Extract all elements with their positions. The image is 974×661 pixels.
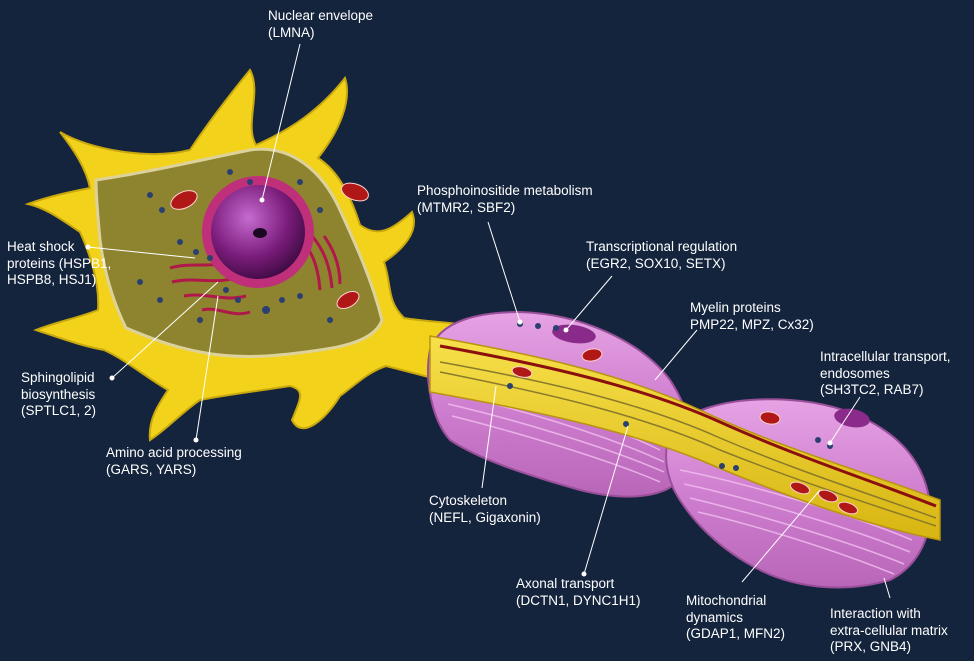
label-sphingolipid: Sphingolipid biosynthesis (SPTLC1, 2)	[21, 370, 96, 420]
label-mitochondrial: Mitochondrial dynamics (GDAP1, MFN2)	[686, 593, 785, 643]
label-heat-shock-line-3: HSPB8, HSJ1)	[7, 272, 111, 289]
label-heat-shock-line-2: proteins (HSPB1,	[7, 256, 111, 273]
label-sphingolipid-line-1: Sphingolipid	[21, 370, 96, 387]
label-transcriptional-line-1: Transcriptional regulation	[586, 239, 737, 256]
label-nuclear-envelope-line-1: Nuclear envelope	[268, 8, 373, 25]
label-ecm-line-3: (PRX, GNB4)	[830, 639, 948, 656]
label-intracellular: Intracellular transport, endosomes (SH3T…	[820, 349, 951, 399]
nucleolus	[253, 228, 267, 238]
label-myelin: Myelin proteins PMP22, MPZ, Cx32)	[690, 300, 814, 333]
label-myelin-line-1: Myelin proteins	[690, 300, 814, 317]
label-axonal-transport: Axonal transport (DCTN1, DYNC1H1)	[516, 576, 641, 609]
label-ecm: Interaction with extra-cellular matrix (…	[830, 606, 948, 656]
label-mitochondrial-line-1: Mitochondrial	[686, 593, 785, 610]
label-phosphoinositide: Phosphoinositide metabolism (MTMR2, SBF2…	[417, 183, 593, 216]
label-phosphoinositide-line-2: (MTMR2, SBF2)	[417, 200, 593, 217]
label-nuclear-envelope: Nuclear envelope (LMNA)	[268, 8, 373, 41]
label-axonal-transport-line-2: (DCTN1, DYNC1H1)	[516, 593, 641, 610]
label-sphingolipid-line-3: (SPTLC1, 2)	[21, 403, 96, 420]
label-cytoskeleton-line-1: Cytoskeleton	[429, 493, 541, 510]
label-cytoskeleton-line-2: (NEFL, Gigaxonin)	[429, 510, 541, 527]
label-mitochondrial-line-3: (GDAP1, MFN2)	[686, 626, 785, 643]
label-amino-acid: Amino acid processing (GARS, YARS)	[106, 445, 242, 478]
label-ecm-line-1: Interaction with	[830, 606, 948, 623]
label-myelin-line-2: PMP22, MPZ, Cx32)	[690, 317, 814, 334]
label-ecm-line-2: extra-cellular matrix	[830, 623, 948, 640]
label-transcriptional: Transcriptional regulation (EGR2, SOX10,…	[586, 239, 737, 272]
label-amino-acid-line-1: Amino acid processing	[106, 445, 242, 462]
label-phosphoinositide-line-1: Phosphoinositide metabolism	[417, 183, 593, 200]
label-cytoskeleton: Cytoskeleton (NEFL, Gigaxonin)	[429, 493, 541, 526]
label-amino-acid-line-2: (GARS, YARS)	[106, 462, 242, 479]
label-axonal-transport-line-1: Axonal transport	[516, 576, 641, 593]
label-transcriptional-line-2: (EGR2, SOX10, SETX)	[586, 256, 737, 273]
label-intracellular-line-3: (SH3TC2, RAB7)	[820, 382, 951, 399]
label-mitochondrial-line-2: dynamics	[686, 610, 785, 627]
label-heat-shock-line-1: Heat shock	[7, 239, 111, 256]
label-heat-shock: Heat shock proteins (HSPB1, HSPB8, HSJ1)	[7, 239, 111, 289]
label-nuclear-envelope-line-2: (LMNA)	[268, 25, 373, 42]
label-sphingolipid-line-2: biosynthesis	[21, 387, 96, 404]
label-intracellular-line-2: endosomes	[820, 366, 951, 383]
label-intracellular-line-1: Intracellular transport,	[820, 349, 951, 366]
